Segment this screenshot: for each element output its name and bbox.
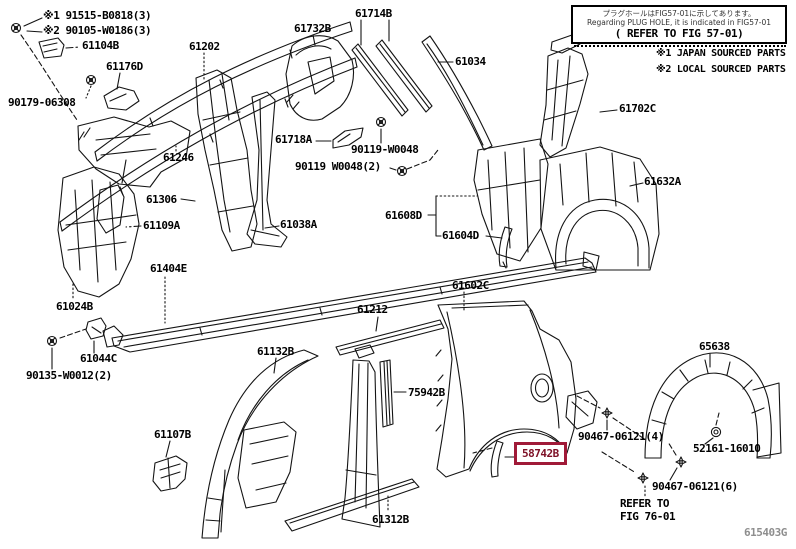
part-drawing-58742b xyxy=(472,440,515,478)
figure-code: 615403G xyxy=(744,526,787,539)
note-refer-text: ( REFER TO FIG 57-01) xyxy=(614,26,744,40)
part-label-61212[interactable]: 61212 xyxy=(357,303,388,316)
part-label-61024B[interactable]: 61024B xyxy=(56,300,93,313)
part-label-61132B[interactable]: 61132B xyxy=(257,345,294,358)
part-label-61109A[interactable]: 61109A xyxy=(143,219,180,232)
part-drawing-61212 xyxy=(335,316,445,528)
part-label-61718A[interactable]: 61718A xyxy=(275,133,312,146)
highlighted-part-number: 58742B xyxy=(522,447,559,460)
note-japanese-text: プラグホールはFIG57-01に示してあります。 xyxy=(602,8,756,18)
part-label-61608D[interactable]: 61608D xyxy=(385,209,422,222)
part-label-61632A[interactable]: 61632A xyxy=(644,175,681,188)
note-english-text: Regarding PLUG HOLE, it is indicated in … xyxy=(586,17,772,27)
part-label-61404E[interactable]: 61404E xyxy=(150,262,187,275)
part-label-61107B[interactable]: 61107B xyxy=(154,428,191,441)
part-drawing-61176d xyxy=(103,72,140,111)
grommet-icon xyxy=(710,426,722,438)
refer-note-line1: REFER TO xyxy=(620,497,669,510)
part-label-61246[interactable]: 61246 xyxy=(163,151,194,164)
clip-icon xyxy=(637,472,649,484)
part-drawing-61714b xyxy=(351,19,433,117)
part-label-52161-16010[interactable]: 52161-16010 xyxy=(693,442,761,455)
note-box-shadow xyxy=(574,45,786,47)
part-drawing-61732b xyxy=(285,34,355,121)
bolt-icon xyxy=(10,22,22,34)
part-drawing-61038a xyxy=(246,91,288,248)
part-label-61312B[interactable]: 61312B xyxy=(372,513,409,526)
part-drawing-61246 xyxy=(59,57,358,232)
part-label-90119-W0048-2[interactable]: 90119 W0048(2) xyxy=(295,160,381,173)
part-label-65638[interactable]: 65638 xyxy=(699,340,730,353)
part-label-90467-06121-4[interactable]: 90467-06121(4) xyxy=(578,430,664,443)
legend-japan-sourced: ※1 JAPAN SOURCED PARTS xyxy=(656,48,786,59)
part-label-61038A[interactable]: 61038A xyxy=(280,218,317,231)
bolt-icon xyxy=(46,335,58,347)
part-label-61104B[interactable]: 61104B xyxy=(82,39,119,52)
note-box: プラグホールはFIG57-01に示してあります。 Regarding PLUG … xyxy=(571,5,787,44)
part-label-61702C[interactable]: 61702C xyxy=(619,102,656,115)
part-label-90119-W0048[interactable]: 90119-W0048 xyxy=(351,143,419,156)
part-drawing-61702c xyxy=(539,34,618,158)
part-label-61044C[interactable]: 61044C xyxy=(80,352,117,365)
cowl-side-parts xyxy=(10,17,191,188)
fastener-note-2: ※2 90105-W0186(3) xyxy=(43,24,152,37)
fasteners-right xyxy=(576,395,722,498)
part-drawing-61202 xyxy=(94,21,353,162)
legend-local-sourced: ※2 LOCAL SOURCED PARTS xyxy=(656,64,786,75)
part-drawing-75942b xyxy=(379,359,407,428)
part-drawing-61044c xyxy=(46,317,107,370)
part-label-61714B[interactable]: 61714B xyxy=(355,7,392,20)
part-label-61202[interactable]: 61202 xyxy=(189,40,220,53)
part-label-61306[interactable]: 61306 xyxy=(146,193,177,206)
part-drawing-65638 xyxy=(644,352,782,459)
part-label-61034[interactable]: 61034 xyxy=(455,55,486,68)
bracket-61608d-61604d xyxy=(427,195,513,269)
refer-note-line2: FIG 76-01 xyxy=(620,510,676,523)
part-label-75942B[interactable]: 75942B xyxy=(408,386,445,399)
part-label-61604D[interactable]: 61604D xyxy=(442,229,479,242)
part-drawing-61034 xyxy=(421,35,493,151)
part-drawing-61718a xyxy=(315,127,364,149)
part-drawing-61312b xyxy=(284,478,420,532)
part-drawing-61404e xyxy=(102,251,600,353)
part-drawing-61024b xyxy=(57,166,142,300)
fastener-90119 xyxy=(375,116,439,177)
part-label-90467-06121-6[interactable]: 90467-06121(6) xyxy=(652,480,738,493)
part-label-90135-W0012[interactable]: 90135-W0012(2) xyxy=(26,369,112,382)
clip-icon xyxy=(601,407,613,419)
part-drawing-61132b xyxy=(201,349,319,539)
fastener-note-1: ※1 91515-B0818(3) xyxy=(43,9,152,22)
bolt-icon xyxy=(396,165,408,177)
part-drawing-61107b xyxy=(152,440,188,492)
part-label-90179-06308[interactable]: 90179-06308 xyxy=(8,96,76,109)
part-label-61176D[interactable]: 61176D xyxy=(106,60,143,73)
clip-icon xyxy=(675,456,687,468)
highlighted-part-label-58742B[interactable]: 58742B xyxy=(514,442,567,465)
bolt-icon xyxy=(375,116,387,128)
part-drawing-61632a xyxy=(473,138,660,271)
part-label-61602C[interactable]: 61602C xyxy=(452,279,489,292)
part-drawing-61306 xyxy=(180,69,258,252)
part-label-61732B[interactable]: 61732B xyxy=(294,22,331,35)
bolt-icon xyxy=(85,74,97,86)
